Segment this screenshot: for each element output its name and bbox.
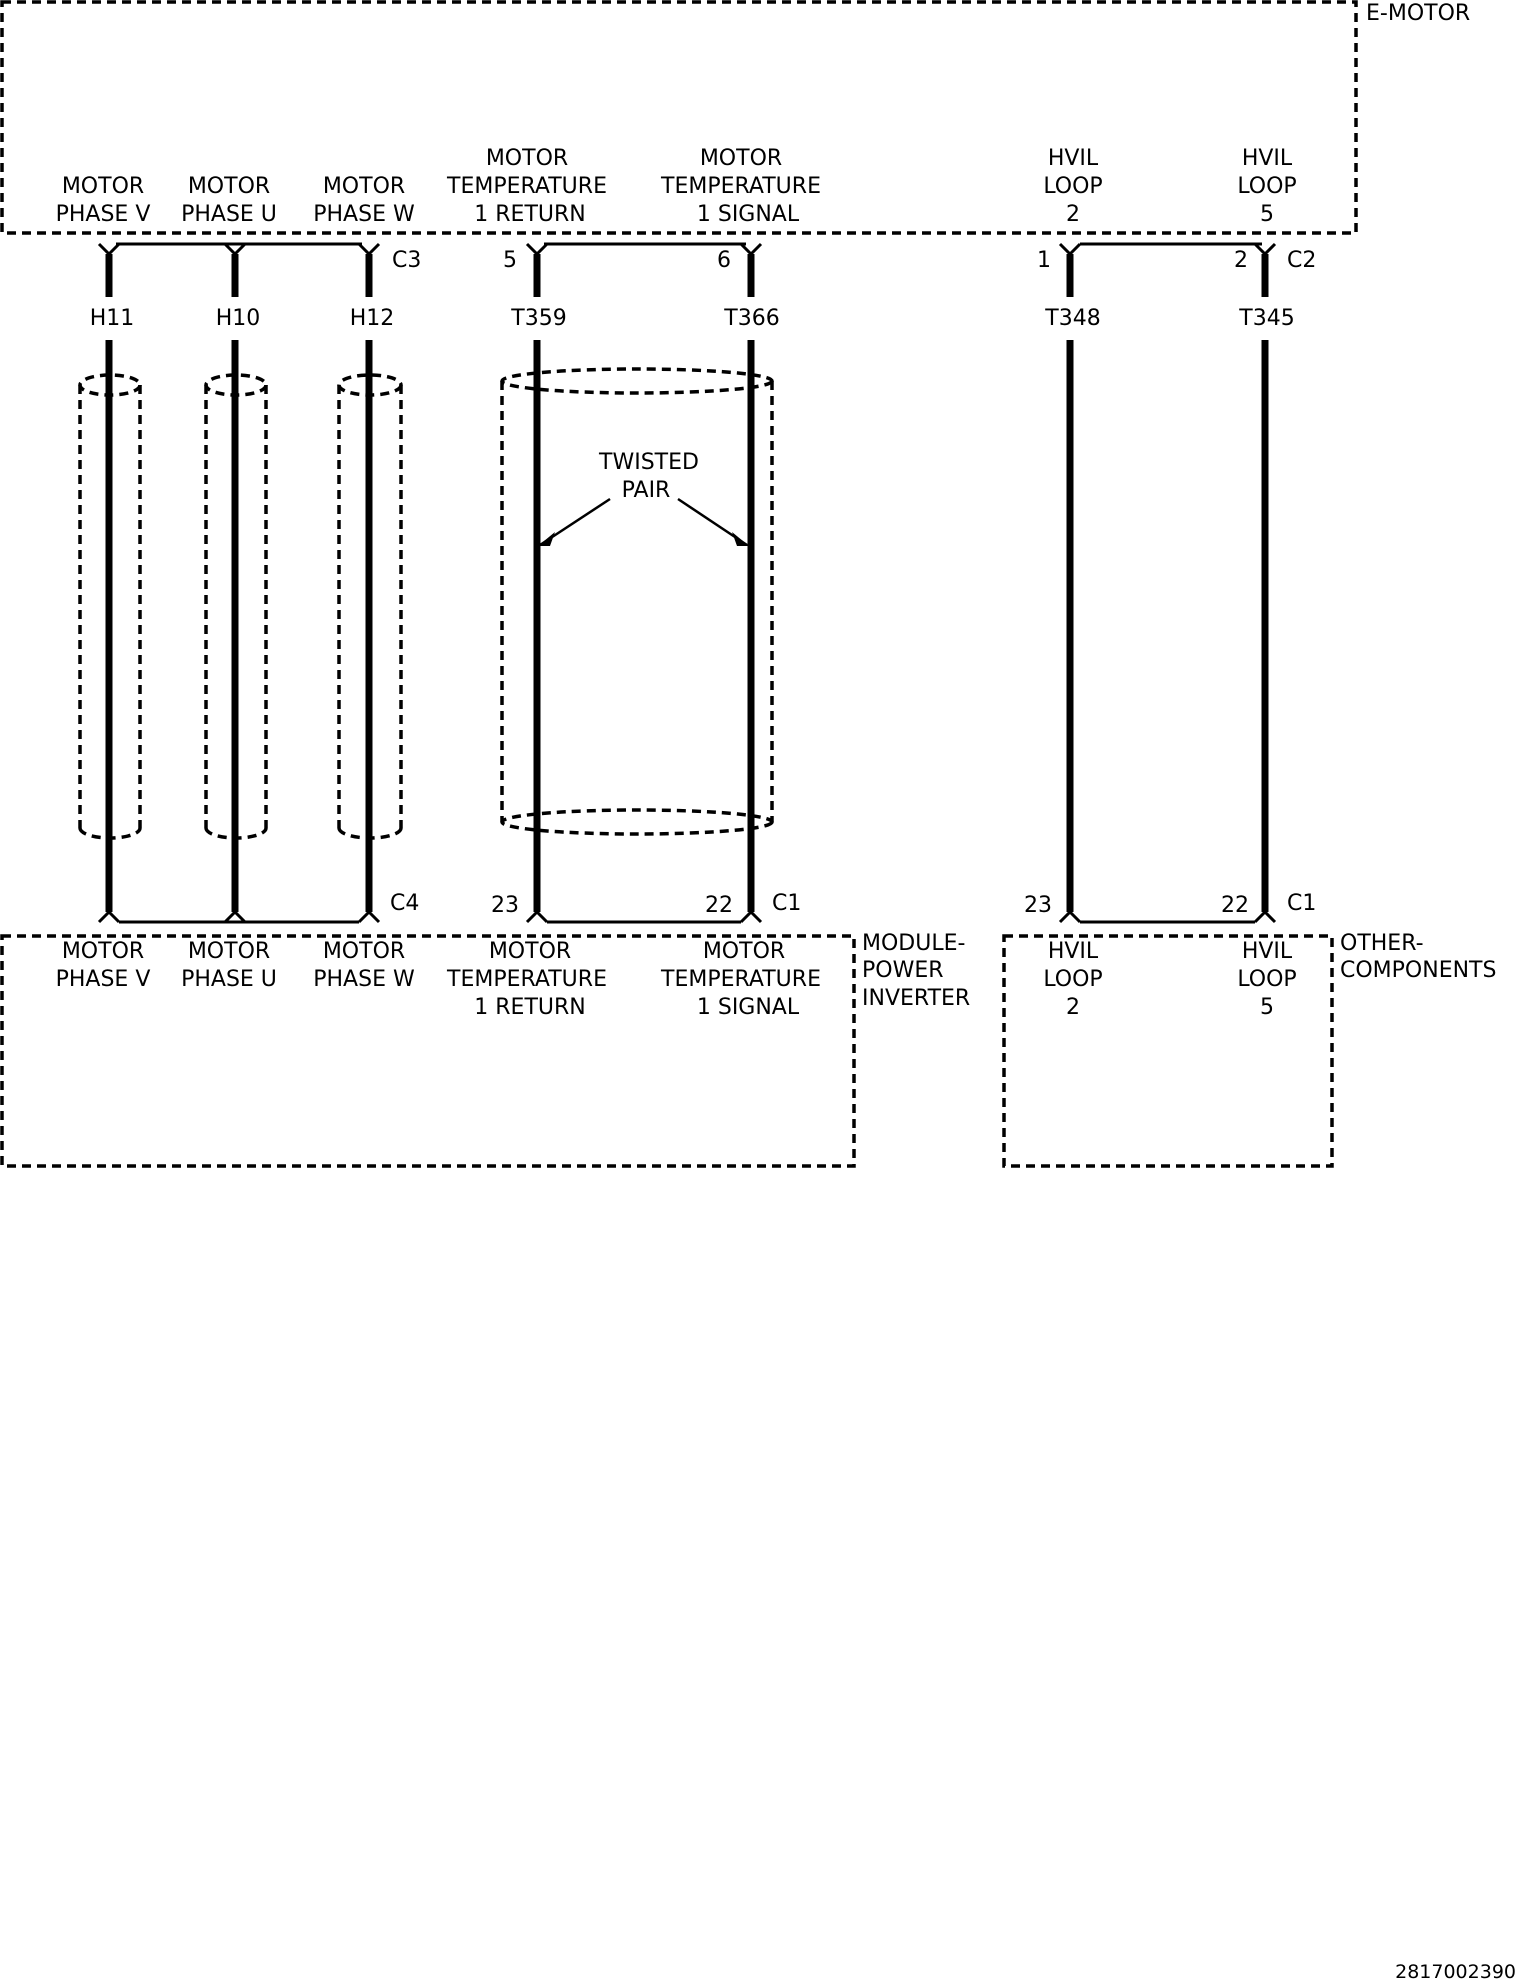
wire-id-h10: H10 — [216, 306, 261, 331]
inverter-label-line-1: MODULE- — [862, 931, 965, 956]
bottom-label-h12-line-1: MOTOR — [323, 939, 405, 964]
top-label-h11-line-1: MOTOR — [62, 174, 144, 199]
shield-h11 — [78, 373, 142, 840]
top-label-t345-line-3: 5 — [1260, 202, 1274, 227]
bottom-label-t345-line-3: 5 — [1260, 995, 1274, 1020]
top-terminal-t348 — [1058, 242, 1082, 257]
inverter-label-line-2: POWER — [862, 958, 944, 983]
emotor-box — [0, 0, 1358, 235]
bottom-label-t348-line-1: HVIL — [1048, 939, 1099, 964]
top-label-t345-line-1: HVIL — [1242, 146, 1293, 171]
inverter-box — [0, 934, 856, 1168]
bottom-pin-t366: 22 — [705, 893, 733, 918]
top-label-t348-line-1: HVIL — [1048, 146, 1099, 171]
top-label-h10-line-2: PHASE U — [181, 202, 277, 227]
bottom-terminal-t366 — [739, 909, 763, 924]
bottom-label-h10-line-2: PHASE U — [181, 967, 277, 992]
bottom-label-t366-line-2: TEMPERATURE — [660, 967, 821, 992]
bottom-label-h11-line-1: MOTOR — [62, 939, 144, 964]
bottom-label-h11-line-2: PHASE V — [56, 967, 151, 992]
top-pin-t348: 1 — [1037, 248, 1051, 273]
wire-id-t345: T345 — [1238, 306, 1294, 331]
top-label-t348-line-2: LOOP — [1043, 174, 1102, 199]
top-label-t359-line-1: MOTOR — [486, 146, 568, 171]
top-label-t366-line-2: TEMPERATURE — [660, 174, 821, 199]
bottom-label-t345-line-1: HVIL — [1242, 939, 1293, 964]
emotor-label: E-MOTOR — [1366, 1, 1470, 26]
top-label-h10-line-1: MOTOR — [188, 174, 270, 199]
bottom-terminal-t348 — [1058, 909, 1082, 924]
bottom-terminal-h11 — [97, 909, 121, 924]
bottom-label-t348-line-3: 2 — [1066, 995, 1080, 1020]
top-label-t366-line-1: MOTOR — [700, 146, 782, 171]
top-label-t348-line-3: 2 — [1066, 202, 1080, 227]
diagram-code: 2817002390 — [1395, 1961, 1516, 1982]
connector-label-bottom-temp: C1 — [772, 891, 801, 916]
inverter-label-line-3: INVERTER — [862, 986, 970, 1011]
bottom-pin-t345: 22 — [1221, 893, 1249, 918]
wire-id-h11: H11 — [90, 306, 135, 331]
top-terminal-t359 — [525, 242, 549, 257]
bottom-pin-t348: 23 — [1024, 893, 1052, 918]
top-label-t359-line-3: 1 RETURN — [474, 202, 585, 227]
top-label-h12-line-1: MOTOR — [323, 174, 405, 199]
bottom-terminal-t359 — [525, 909, 549, 924]
connector-label-bottom-hvil: C1 — [1287, 891, 1316, 916]
other-components-box — [1002, 934, 1334, 1168]
bottom-label-t359-line-1: MOTOR — [489, 939, 571, 964]
other-label-line-2: COMPONENTS — [1340, 958, 1496, 983]
bottom-label-t366-line-1: MOTOR — [703, 939, 785, 964]
bottom-terminal-h12 — [357, 909, 381, 924]
bottom-label-h12-line-2: PHASE W — [313, 967, 415, 992]
shield-h10 — [204, 373, 268, 840]
bottom-terminal-h10 — [223, 909, 247, 924]
top-terminal-h12 — [357, 242, 381, 257]
top-label-h12-line-2: PHASE W — [313, 202, 415, 227]
twisted-pair-label-line-1: TWISTED — [598, 450, 699, 475]
wire-id-t366: T366 — [723, 306, 779, 331]
top-label-h11-line-2: PHASE V — [56, 202, 151, 227]
bottom-label-t345-line-2: LOOP — [1237, 967, 1296, 992]
top-terminal-h11 — [97, 242, 121, 257]
bottom-pin-t359: 23 — [491, 893, 519, 918]
top-pin-t345: 2 — [1234, 248, 1248, 273]
twisted-pair-shield — [500, 367, 774, 836]
wire-id-h12: H12 — [350, 306, 395, 331]
top-label-t359-line-2: TEMPERATURE — [446, 174, 607, 199]
bottom-label-t359-line-3: 1 RETURN — [474, 995, 585, 1020]
bottom-label-t359-line-2: TEMPERATURE — [446, 967, 607, 992]
top-label-t345-line-2: LOOP — [1237, 174, 1296, 199]
connector-label-top-hvil: C2 — [1287, 248, 1316, 273]
bottom-label-t366-line-3: 1 SIGNAL — [697, 995, 800, 1020]
twisted-pair-arrows — [538, 497, 749, 547]
connector-label-bottom-phase: C4 — [390, 891, 419, 916]
other-label-line-1: OTHER- — [1340, 931, 1424, 956]
bottom-terminal-t345 — [1253, 909, 1277, 924]
bottom-label-h10-line-1: MOTOR — [188, 939, 270, 964]
top-pin-t359: 5 — [503, 248, 517, 273]
top-terminal-t366 — [739, 242, 763, 257]
twisted-pair-label-line-2: PAIR — [622, 478, 671, 503]
connector-label-top-phase: C3 — [392, 248, 421, 273]
top-label-t366-line-3: 1 SIGNAL — [697, 202, 800, 227]
bottom-label-t348-line-2: LOOP — [1043, 967, 1102, 992]
wire-id-t359: T359 — [510, 306, 566, 331]
top-terminal-t345 — [1253, 242, 1277, 257]
shield-h12 — [337, 373, 403, 840]
top-pin-t366: 6 — [717, 248, 731, 273]
wire-id-t348: T348 — [1044, 306, 1100, 331]
